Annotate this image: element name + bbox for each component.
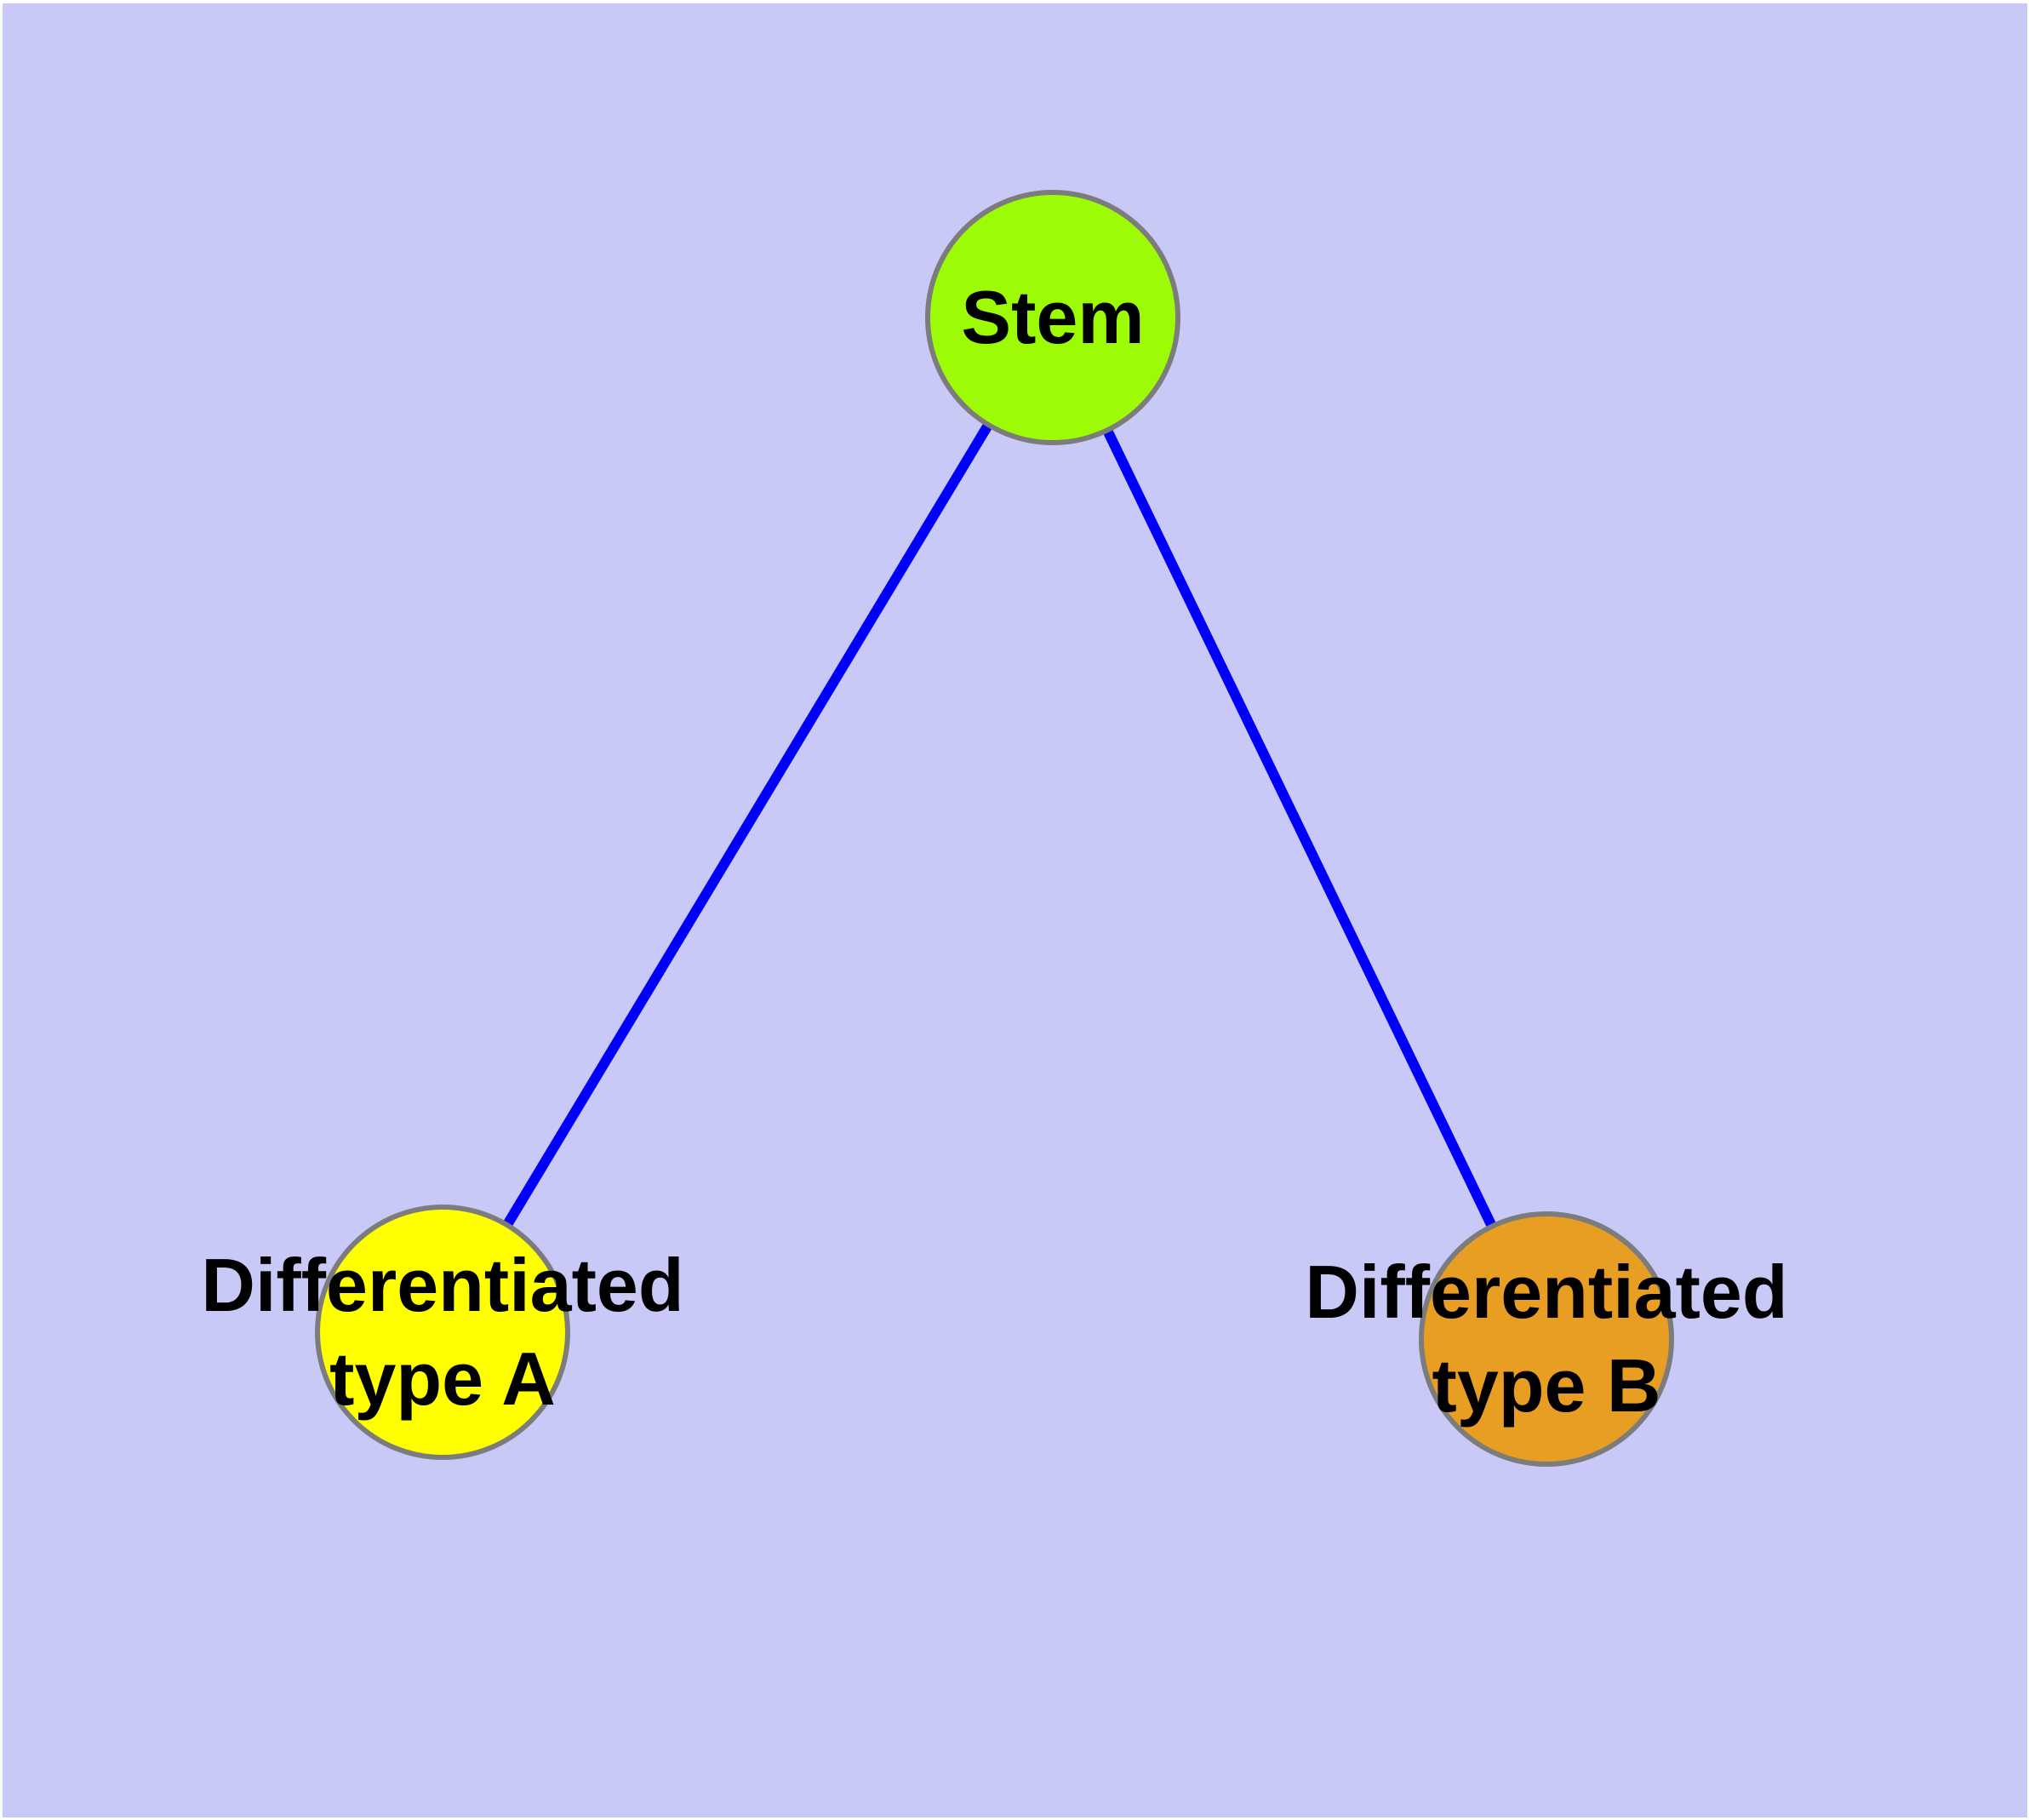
node-differentiated-type-b-label-line2: type B <box>1432 1343 1661 1428</box>
node-differentiated-type-a-label-line2: type A <box>329 1336 556 1421</box>
node-differentiated-type-b-label: Differentiated type B <box>1305 1245 1787 1433</box>
node-differentiated-type-a-label-line1: Differentiated <box>201 1243 684 1327</box>
edge-stem-to-type-a <box>437 314 1058 1336</box>
edge-stem-to-type-b <box>1048 315 1552 1342</box>
node-stem-circle <box>925 190 1180 445</box>
node-differentiated-type-b-label-line1: Differentiated <box>1305 1250 1788 1334</box>
node-differentiated-type-b-circle <box>1419 1211 1674 1467</box>
node-stem-label: Stem <box>961 271 1144 364</box>
node-differentiated-type-a-label: Differentiated type A <box>201 1239 683 1426</box>
node-stem-label-line1: Stem <box>961 275 1145 359</box>
node-differentiated-type-a-circle <box>315 1205 570 1460</box>
